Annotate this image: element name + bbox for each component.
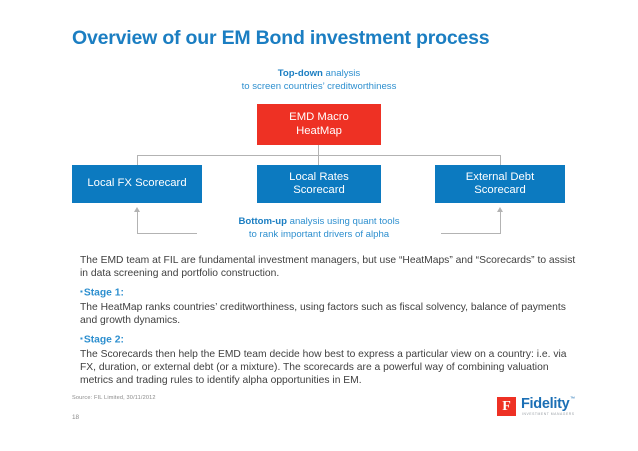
page-title: Overview of our EM Bond investment proce…: [72, 27, 490, 49]
trademark-symbol: ™: [570, 396, 575, 402]
source-note: Source: FIL Limited, 30/11/2012: [72, 395, 156, 401]
node-emd-macro-heatmap[interactable]: EMD Macro HeatMap: [257, 104, 381, 145]
node-local-fx-scorecard-line1: Local FX Scorecard: [87, 177, 187, 190]
node-local-rates-scorecard-line1: Local Rates: [289, 170, 349, 183]
top-down-caption: Top-down analysis to screen countries’ c…: [199, 68, 439, 93]
node-external-debt-scorecard-line1: External Debt: [465, 170, 535, 183]
fidelity-tagline: INVESTMENT MANAGERS: [522, 412, 575, 416]
node-external-debt-scorecard[interactable]: External Debt Scorecard: [435, 165, 565, 203]
bottom-up-caption-rest: analysis using quant tools: [286, 216, 400, 227]
connector-vertical-from-heatmap: [318, 145, 319, 155]
stage-1-heading: ▪Stage 1:: [80, 285, 576, 301]
node-emd-macro-heatmap-line2: HeatMap: [296, 124, 342, 137]
fidelity-logo: F Fidelity ™ INVESTMENT MANAGERS: [497, 396, 577, 420]
connector-arrow-shaft-right: [500, 212, 501, 234]
stage-2-paragraph: The Scorecards then help the EMD team de…: [80, 348, 567, 387]
process-diagram: Top-down analysis to screen countries’ c…: [0, 62, 638, 247]
bottom-up-caption: Bottom-up analysis using quant tools to …: [199, 216, 439, 241]
top-down-caption-rest: analysis: [322, 68, 361, 79]
connector-horizontal-bottom-left: [137, 233, 197, 234]
connector-vertical-to-local-rates: [318, 155, 319, 165]
body-copy: The EMD team at FIL are fundamental inve…: [80, 254, 576, 392]
bullet-icon: ▪: [80, 287, 83, 297]
top-down-caption-line2: to screen countries’ creditworthiness: [241, 80, 397, 92]
connector-arrow-shaft-left: [137, 212, 138, 234]
top-down-caption-bold: Top-down: [277, 68, 323, 79]
bottom-up-caption-bold: Bottom-up: [238, 216, 287, 227]
fidelity-f-mark-icon: F: [497, 397, 516, 416]
node-emd-macro-heatmap-line1: EMD Macro: [289, 111, 349, 123]
stage-2-heading: ▪Stage 2:: [80, 332, 576, 348]
node-local-fx-scorecard[interactable]: Local FX Scorecard: [72, 165, 202, 203]
node-external-debt-scorecard-line2: Scorecard: [474, 184, 526, 196]
node-local-rates-scorecard[interactable]: Local Rates Scorecard: [257, 165, 381, 203]
connector-horizontal-bottom-right: [441, 233, 501, 234]
bullet-icon: ▪: [80, 334, 83, 344]
connector-vertical-to-external-debt: [500, 155, 501, 165]
arrow-head-right-icon: [497, 207, 503, 212]
bottom-up-caption-line2: to rank important drivers of alpha: [248, 228, 390, 240]
stage-1-paragraph: The HeatMap ranks countries’ creditworth…: [80, 301, 566, 327]
fidelity-wordmark: Fidelity: [521, 396, 570, 412]
node-local-rates-scorecard-line2: Scorecard: [293, 184, 345, 196]
page-number: 18: [72, 414, 80, 421]
arrow-head-left-icon: [134, 207, 140, 212]
intro-paragraph: The EMD team at FIL are fundamental inve…: [80, 255, 576, 280]
connector-vertical-to-local-fx: [137, 155, 138, 165]
stage-1-heading-label: Stage 1:: [83, 287, 124, 299]
stage-2-heading-label: Stage 2:: [83, 334, 124, 346]
